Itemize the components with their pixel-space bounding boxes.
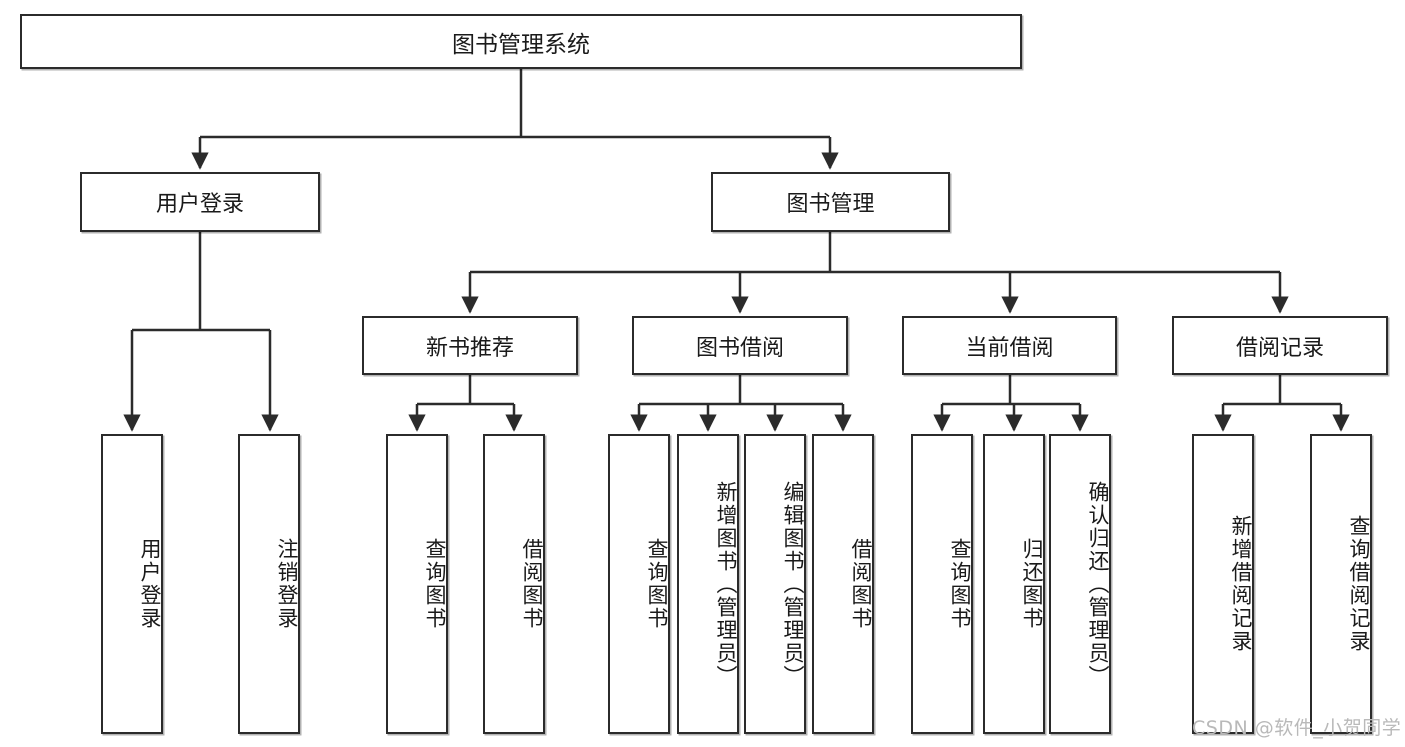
leaf-add-book-admin[interactable]: 新增图书（管理员） xyxy=(677,434,739,734)
leaf-edit-book-admin[interactable]: 编辑图书（管理员） xyxy=(744,434,806,734)
leaf-return-book[interactable]: 归还图书 xyxy=(983,434,1045,734)
node-current-borrow[interactable]: 当前借阅 xyxy=(902,316,1117,375)
node-new-book-recommend[interactable]: 新书推荐 xyxy=(362,316,578,375)
leaf-borrow-book[interactable]: 借阅图书 xyxy=(812,434,874,734)
leaf-confirm-return-admin[interactable]: 确认归还（管理员） xyxy=(1049,434,1111,734)
node-book-borrow[interactable]: 图书借阅 xyxy=(632,316,848,375)
leaf-user-login[interactable]: 用户登录 xyxy=(101,434,163,734)
leaf-borrow-book-recommend[interactable]: 借阅图书 xyxy=(483,434,545,734)
node-root[interactable]: 图书管理系统 xyxy=(20,14,1022,69)
csdn-watermark: CSDN @软件_小贺同学 xyxy=(1192,717,1402,739)
node-user-login[interactable]: 用户登录 xyxy=(80,172,320,232)
node-book-management[interactable]: 图书管理 xyxy=(711,172,950,232)
leaf-add-borrow-record[interactable]: 新增借阅记录 xyxy=(1192,434,1254,734)
leaf-query-book-recommend[interactable]: 查询图书 xyxy=(386,434,448,734)
leaf-logout[interactable]: 注销登录 xyxy=(238,434,300,734)
leaf-query-book-borrow[interactable]: 查询图书 xyxy=(608,434,670,734)
node-borrow-record[interactable]: 借阅记录 xyxy=(1172,316,1388,375)
leaf-query-borrow-record[interactable]: 查询借阅记录 xyxy=(1310,434,1372,734)
leaf-query-book-current[interactable]: 查询图书 xyxy=(911,434,973,734)
